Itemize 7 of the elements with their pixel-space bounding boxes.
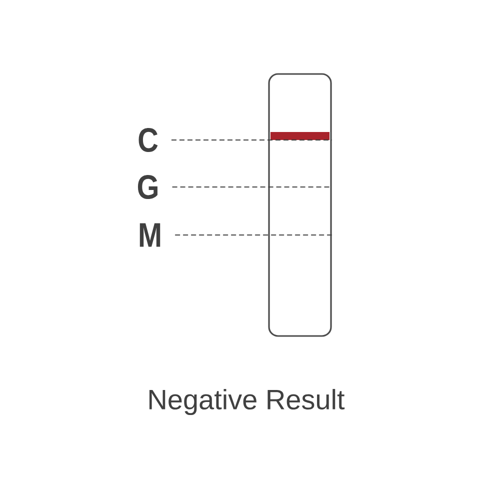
- zone-letter: G: [138, 174, 158, 200]
- zone-letter: M: [140, 223, 160, 247]
- leader-line: [174, 234, 332, 236]
- zone-letter: C: [138, 128, 158, 152]
- leader-line: [172, 186, 332, 188]
- caption: Negative Result: [149, 388, 345, 416]
- test-strip: [268, 73, 332, 337]
